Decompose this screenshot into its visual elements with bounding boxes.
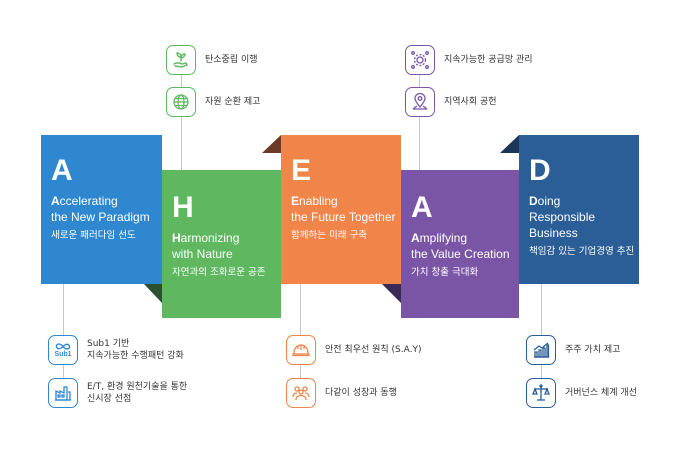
connector-line-a2 bbox=[419, 74, 420, 170]
panel-title: Doing bbox=[529, 194, 561, 208]
panel-subtitle: with Nature bbox=[172, 247, 233, 261]
item-community-contribution: 지역사회 공헌 bbox=[405, 87, 497, 117]
panel-amplifying: A Amplifying the Value Creation 가치 창출 극대… bbox=[401, 170, 519, 318]
fold-a1-h bbox=[144, 284, 162, 303]
panel-korean: 새로운 패러다임 선도 bbox=[51, 230, 136, 241]
item-label: 주주 가치 제고 bbox=[565, 344, 621, 355]
item-label: E/T, 환경 원천기술을 통한 bbox=[87, 381, 188, 392]
panel-korean: 자연과의 조화로운 공존 bbox=[172, 267, 266, 278]
item-label: 탄소중립 이행 bbox=[205, 54, 258, 65]
panel-harmonizing: H Harmonizing with Nature 자연과의 조화로운 공존 bbox=[162, 170, 281, 318]
gear-network-icon bbox=[411, 51, 429, 69]
item-carbon-neutral: 탄소중립 이행 bbox=[166, 45, 258, 75]
item-label-line2: 신시장 선점 bbox=[87, 394, 132, 404]
panel-title: Amplifying bbox=[411, 231, 468, 245]
panel-letter: H bbox=[172, 191, 194, 224]
plant-hand-icon bbox=[173, 52, 188, 68]
item-label: 거버넌스 체계 개선 bbox=[565, 387, 637, 398]
panel-subtitle: Responsible Business bbox=[529, 210, 596, 240]
panel-title: Enabling bbox=[291, 194, 338, 208]
item-growth-together: 다같이 성장과 동행 bbox=[286, 378, 397, 408]
item-label: 자원 순환 제고 bbox=[205, 96, 261, 107]
item-new-market: E/T, 환경 원천기술을 통한 신시장 선점 bbox=[48, 378, 187, 408]
panel-title: Harmonizing bbox=[172, 231, 240, 245]
bar-chart-icon bbox=[533, 342, 550, 358]
fold-h-e bbox=[262, 135, 281, 153]
panel-subtitle: the New Paradigm bbox=[51, 210, 150, 224]
item-label: 안전 최우선 원칙 (S.A.Y) bbox=[325, 344, 422, 355]
item-safety-first: 안전 최우선 원칙 (S.A.Y) bbox=[286, 335, 422, 365]
item-label: 다같이 성장과 동행 bbox=[325, 387, 397, 398]
panel-korean: 함께하는 미래 구축 bbox=[291, 230, 367, 241]
panel-letter: E bbox=[291, 154, 312, 187]
item-label: 지역사회 공헌 bbox=[444, 96, 497, 107]
panel-letter: A bbox=[51, 154, 73, 187]
item-supply-chain: 지속가능한 공급망 관리 bbox=[405, 45, 533, 75]
helmet-icon bbox=[292, 344, 310, 357]
scale-icon bbox=[532, 384, 550, 401]
item-resource-circulation: 자원 순환 제고 bbox=[166, 87, 260, 117]
item-sub1: Sub1 Sub1 기반 지속가능한 수행패턴 강화 bbox=[48, 335, 184, 365]
fold-e-a2 bbox=[382, 284, 401, 303]
item-label: 지속가능한 공급망 관리 bbox=[444, 54, 533, 65]
panel-subtitle: the Future Together bbox=[291, 210, 396, 224]
panel-korean: 가치 창출 극대화 bbox=[411, 267, 479, 278]
people-icon bbox=[292, 386, 310, 401]
item-shareholder-value: 주주 가치 제고 bbox=[526, 335, 620, 365]
panel-doing: D Doing Responsible Business 책임감 있는 기업경영… bbox=[519, 135, 639, 284]
panel-letter: A bbox=[411, 191, 433, 224]
sub1-icon-label: Sub1 bbox=[54, 350, 72, 358]
map-pin-icon bbox=[412, 92, 428, 110]
panel-enabling: E Enabling the Future Together 함께하는 미래 구… bbox=[281, 135, 401, 284]
panel-title: Accelerating bbox=[51, 194, 118, 208]
panel-subtitle: the Value Creation bbox=[411, 247, 510, 261]
item-governance: 거버넌스 체계 개선 bbox=[526, 378, 637, 408]
factory-icon bbox=[55, 386, 71, 401]
connector-line-h bbox=[181, 74, 182, 170]
panel-letter: D bbox=[529, 154, 551, 187]
fold-a2-d bbox=[500, 135, 519, 153]
globe-recycle-icon bbox=[173, 94, 189, 110]
panel-korean: 책임감 있는 기업경영 추진 bbox=[529, 246, 635, 257]
item-label-line2: 지속가능한 수행패턴 강화 bbox=[87, 351, 184, 361]
panel-accelerating: A Accelerating the New Paradigm 새로운 패러다임… bbox=[41, 135, 162, 284]
sub1-infinity-icon bbox=[55, 342, 71, 350]
item-label: Sub1 기반 bbox=[87, 338, 130, 349]
